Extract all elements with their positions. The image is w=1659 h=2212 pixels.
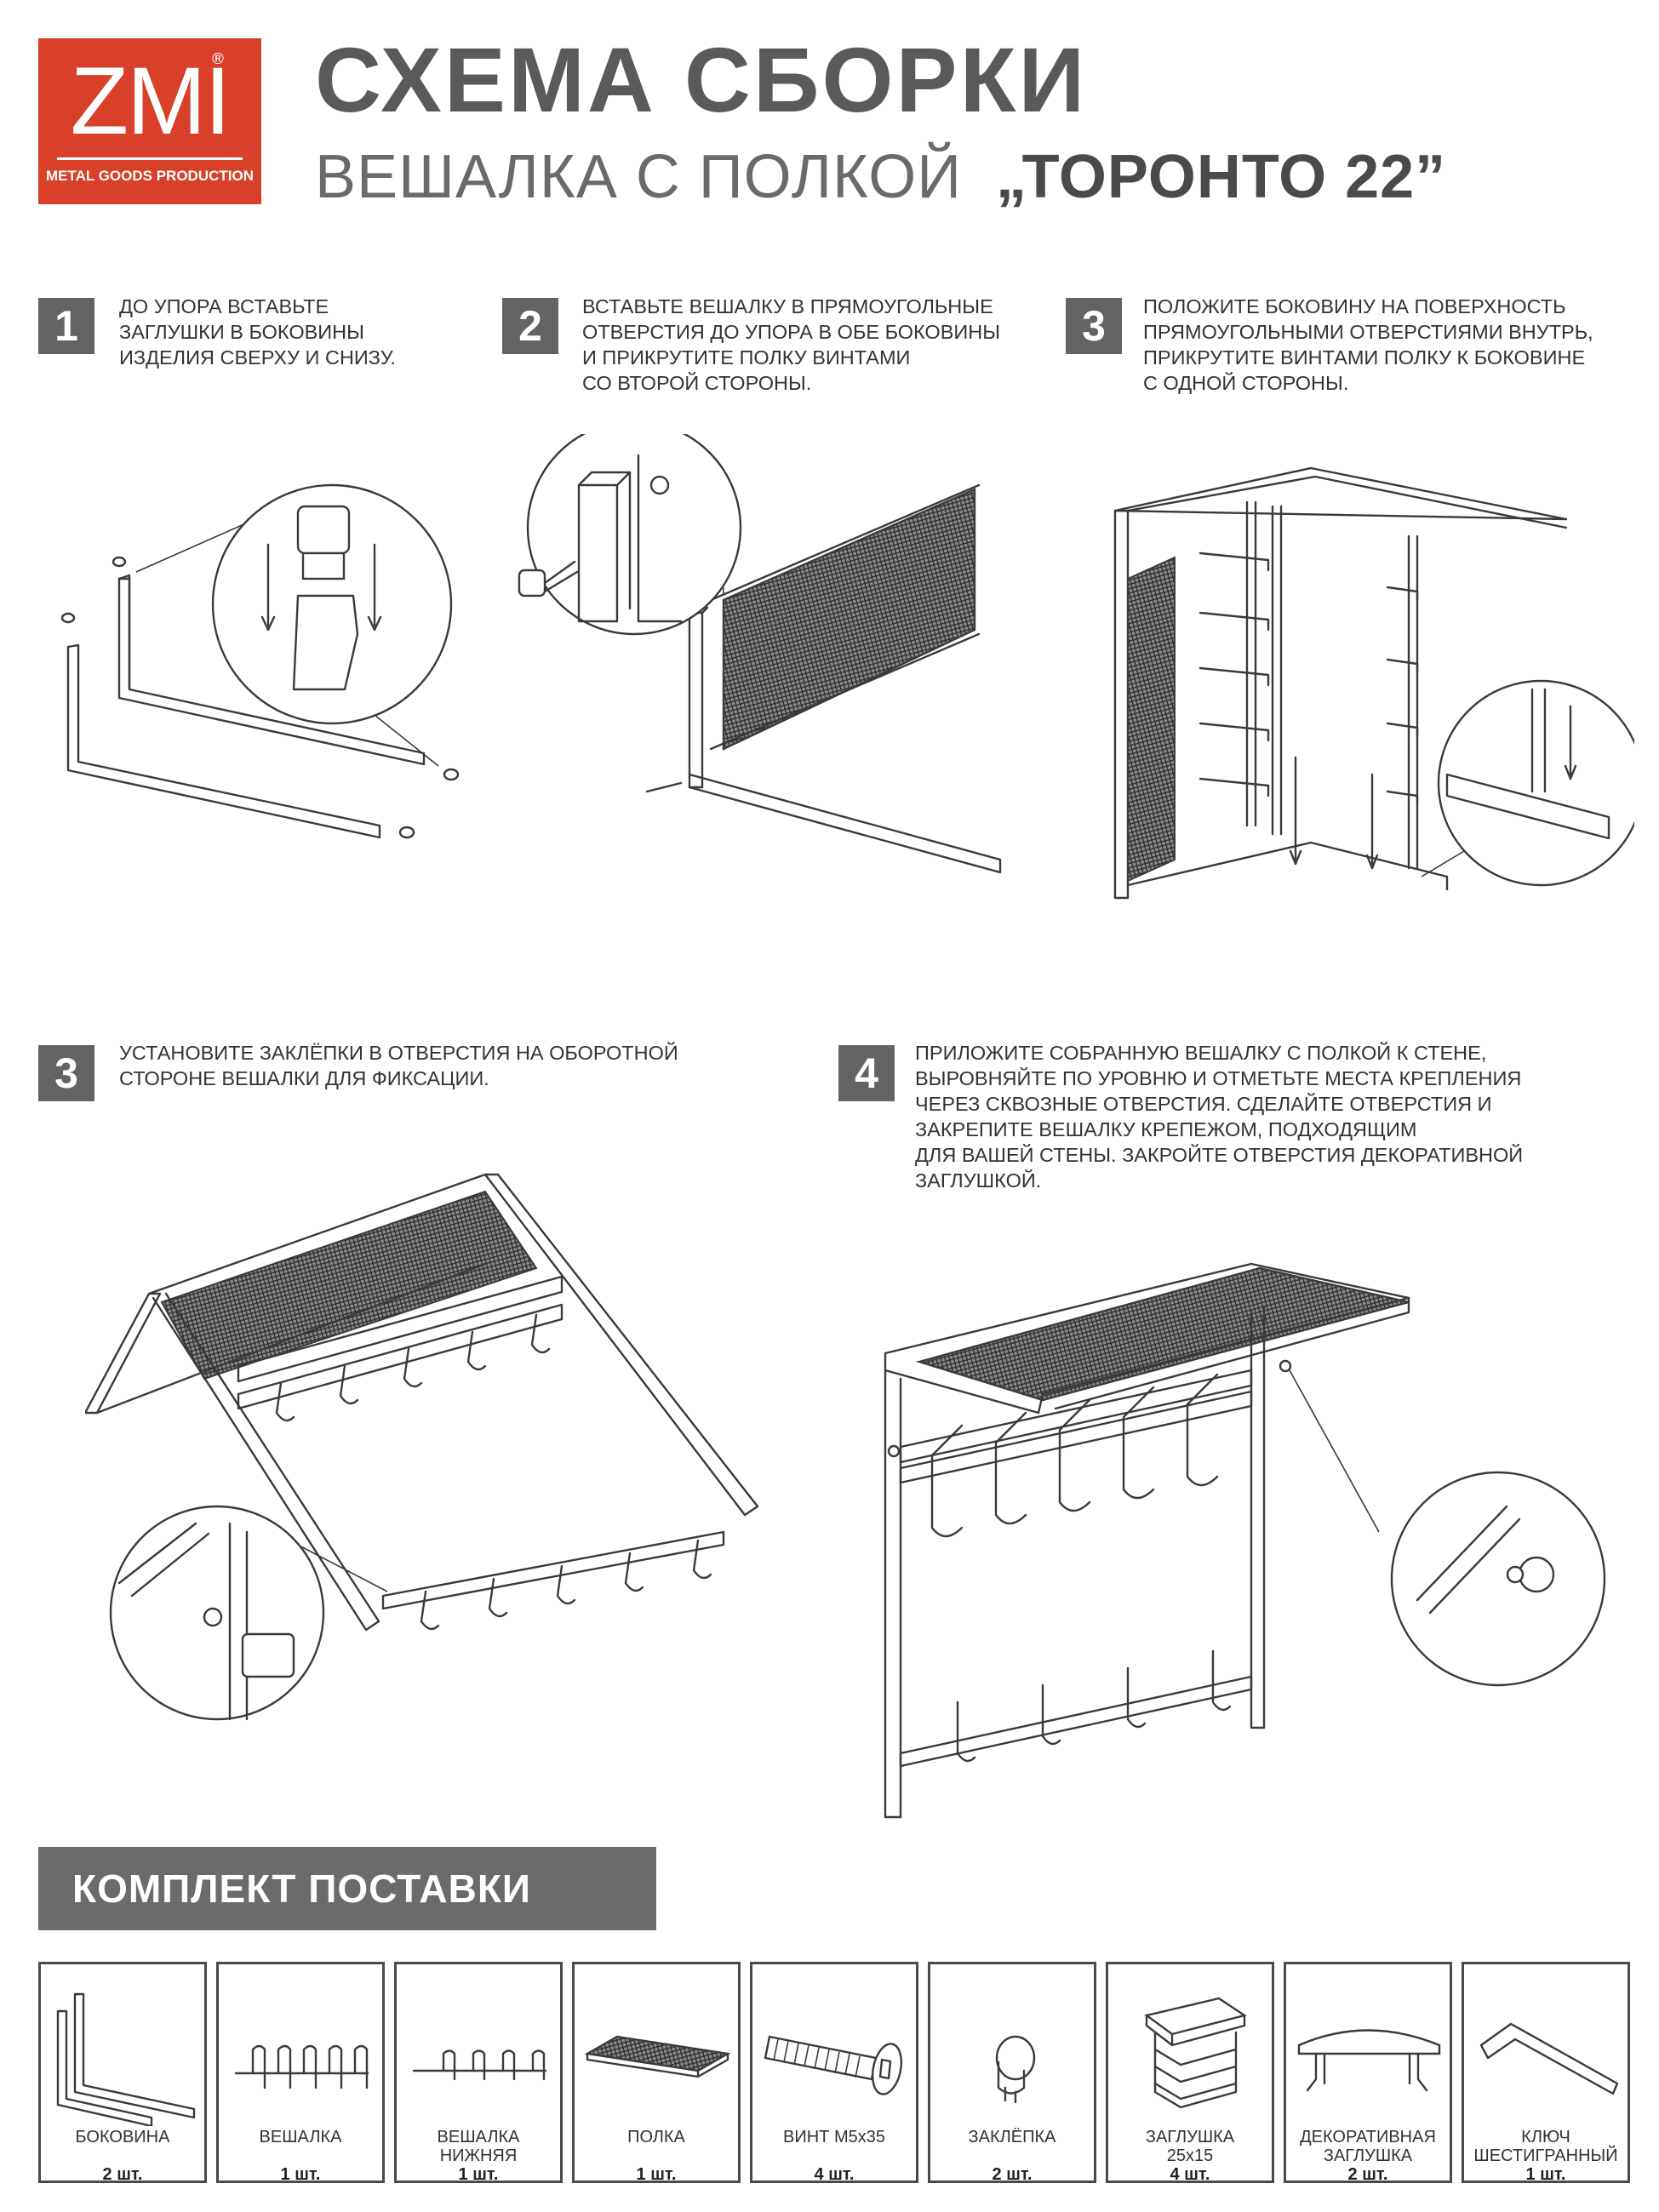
rivet-icon — [995, 2035, 1036, 2104]
step-5-illustration — [884, 1262, 1606, 1819]
registered-mark: ® — [210, 50, 226, 68]
side-frame-icon — [56, 1992, 196, 2126]
kit-item-qty: 1 шт. — [458, 2165, 499, 2184]
kit-item-qty: 1 шт. — [636, 2165, 677, 2184]
kit-item-name: ДЕКОРАТИВНАЯ ЗАГЛУШКА — [1300, 2128, 1436, 2165]
product-type: ВЕШАЛКА С ПОЛКОЙ — [315, 143, 962, 211]
step-1-illustration — [60, 483, 460, 839]
kit-item-name: ПОЛКА — [627, 2128, 685, 2146]
kit-item-screw: ВИНТ М5х35 4 шт. — [750, 1962, 918, 2184]
kit-item-hex-key: КЛЮЧ ШЕСТИГРАННЫЙ 1 шт. — [1462, 1962, 1630, 2184]
kit-item-qty: 4 шт. — [814, 2165, 855, 2184]
kit-item-qty: 1 шт. — [280, 2165, 321, 2184]
kit-item-name: ЗАГЛУШКА 25х15 — [1145, 2128, 1235, 2165]
kit-item-name: ВЕШАЛКА — [259, 2128, 342, 2146]
kit-item-end-cap: ЗАГЛУШКА 25х15 4 шт. — [1106, 1962, 1274, 2184]
kit-item-side-frame: БОКОВИНА 2 шт. — [38, 1962, 207, 2184]
step-4-illustration — [85, 1173, 759, 1721]
kit-item-name: ВИНТ М5х35 — [783, 2128, 885, 2146]
page-subtitle: ВЕШАЛКА С ПОЛКОЙ „ТОРОНТО 22” — [315, 146, 1446, 208]
decorative-cap-icon — [1297, 2029, 1441, 2092]
step-3-badge: 3 — [1066, 298, 1122, 354]
kit-item-qty: 2 шт. — [992, 2165, 1033, 2184]
kit-title: КОМПЛЕКТ ПОСТАВКИ — [38, 1847, 656, 1930]
logo-tagline: METAL GOODS PRODUCTION — [46, 168, 254, 184]
kit-item-qty: 4 шт. — [1170, 2165, 1210, 2184]
step-3-text: ПОЛОЖИТЕ БОКОВИНУ НА ПОВЕРХНОСТЬ ПРЯМОУГ… — [1143, 295, 1593, 394]
kit-item-name: ЗАКЛЁПКА — [968, 2128, 1056, 2146]
end-cap-icon — [1144, 1997, 1247, 2109]
screw-icon — [764, 2035, 903, 2095]
step-1-text: ДО УПОРА ВСТАВЬТЕ ЗАГЛУШКИ В БОКОВИНЫ ИЗ… — [119, 295, 397, 369]
kit-item-shelf: ПОЛКА 1 шт. — [572, 1962, 741, 2184]
kit-item-qty: 2 шт. — [102, 2165, 143, 2184]
product-model: „ТОРОНТО 22” — [995, 143, 1447, 211]
lower-hanger-icon — [412, 2049, 547, 2081]
kit-item-qty: 2 шт. — [1347, 2165, 1388, 2184]
step-5-text: ПРИЛОЖИТЕ СОБРАННУЮ ВЕШАЛКУ С ПОЛКОЙ К С… — [915, 1042, 1524, 1192]
kit-item-qty: 1 шт. — [1525, 2165, 1566, 2184]
shelf-icon — [584, 2035, 731, 2078]
kit-item-name: БОКОВИНА — [75, 2128, 170, 2146]
step-2-badge: 2 — [502, 298, 558, 354]
step-3-illustration — [1113, 466, 1634, 900]
brand-logo: ZMI ® METAL GOODS PRODUCTION — [38, 38, 261, 204]
kit-item-lower-hanger: ВЕШАЛКА НИЖНЯЯ 1 шт. — [394, 1962, 563, 2184]
step-4-text: УСТАНОВИТЕ ЗАКЛЁПКИ В ОТВЕРСТИЯ НА ОБОРО… — [119, 1042, 678, 1089]
kit-item-hanger: ВЕШАЛКА 1 шт. — [216, 1962, 385, 2184]
hex-key-icon — [1479, 2022, 1619, 2095]
page-title: СХЕМА СБОРКИ — [315, 28, 1088, 131]
kit-item-decorative-cap: ДЕКОРАТИВНАЯ ЗАГЛУШКА 2 шт. — [1284, 1962, 1452, 2184]
logo-text: ZMI — [70, 48, 232, 154]
step-2-text: ВСТАВЬТЕ ВЕШАЛКУ В ПРЯМОУГОЛЬНЫЕ ОТВЕРСТ… — [582, 295, 1001, 394]
kit-item-rivet: ЗАКЛЁПКА 2 шт. — [928, 1962, 1096, 2184]
step-5-badge: 4 — [838, 1045, 895, 1101]
step-1-badge: 1 — [38, 298, 94, 354]
kit-item-name: КЛЮЧ ШЕСТИГРАННЫЙ — [1473, 2128, 1618, 2165]
logo-rule — [57, 157, 243, 160]
hanger-icon — [234, 2044, 369, 2089]
kit-item-name: ВЕШАЛКА НИЖНЯЯ — [437, 2128, 520, 2165]
step-4-badge: 3 — [38, 1045, 94, 1101]
step-2-illustration — [518, 434, 1002, 874]
